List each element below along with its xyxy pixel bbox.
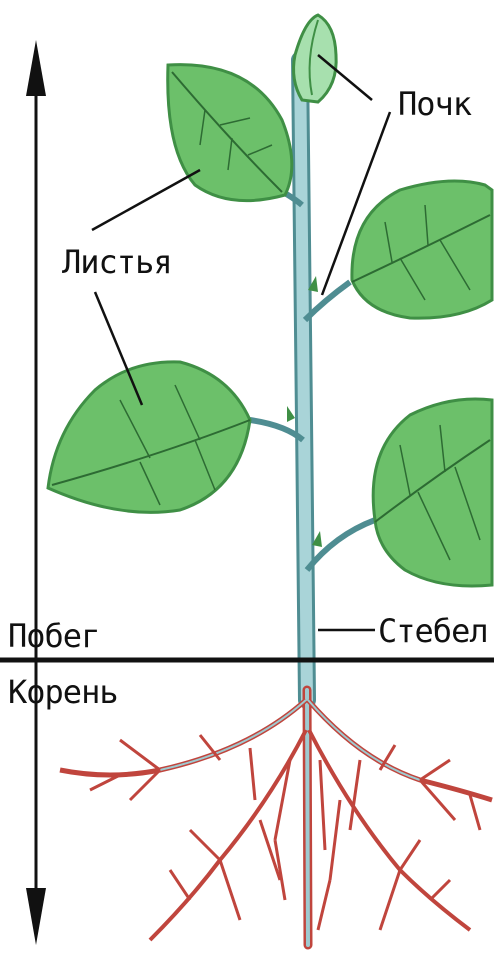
stem [300, 60, 307, 700]
root-label: Корень [8, 676, 118, 708]
leaf-middle-left [48, 362, 250, 513]
leaves-label: Листья [62, 246, 172, 278]
stem-label: Стебел [378, 615, 488, 647]
shoot-label: Побег [8, 620, 99, 652]
leaf-right-lower [373, 399, 492, 586]
terminal-bud [294, 15, 337, 102]
roots [60, 690, 492, 945]
height-arrow [26, 40, 46, 945]
leaf-right-upper [352, 181, 492, 318]
bud-label: Почк [398, 88, 471, 120]
leaf-top-left [168, 65, 292, 201]
